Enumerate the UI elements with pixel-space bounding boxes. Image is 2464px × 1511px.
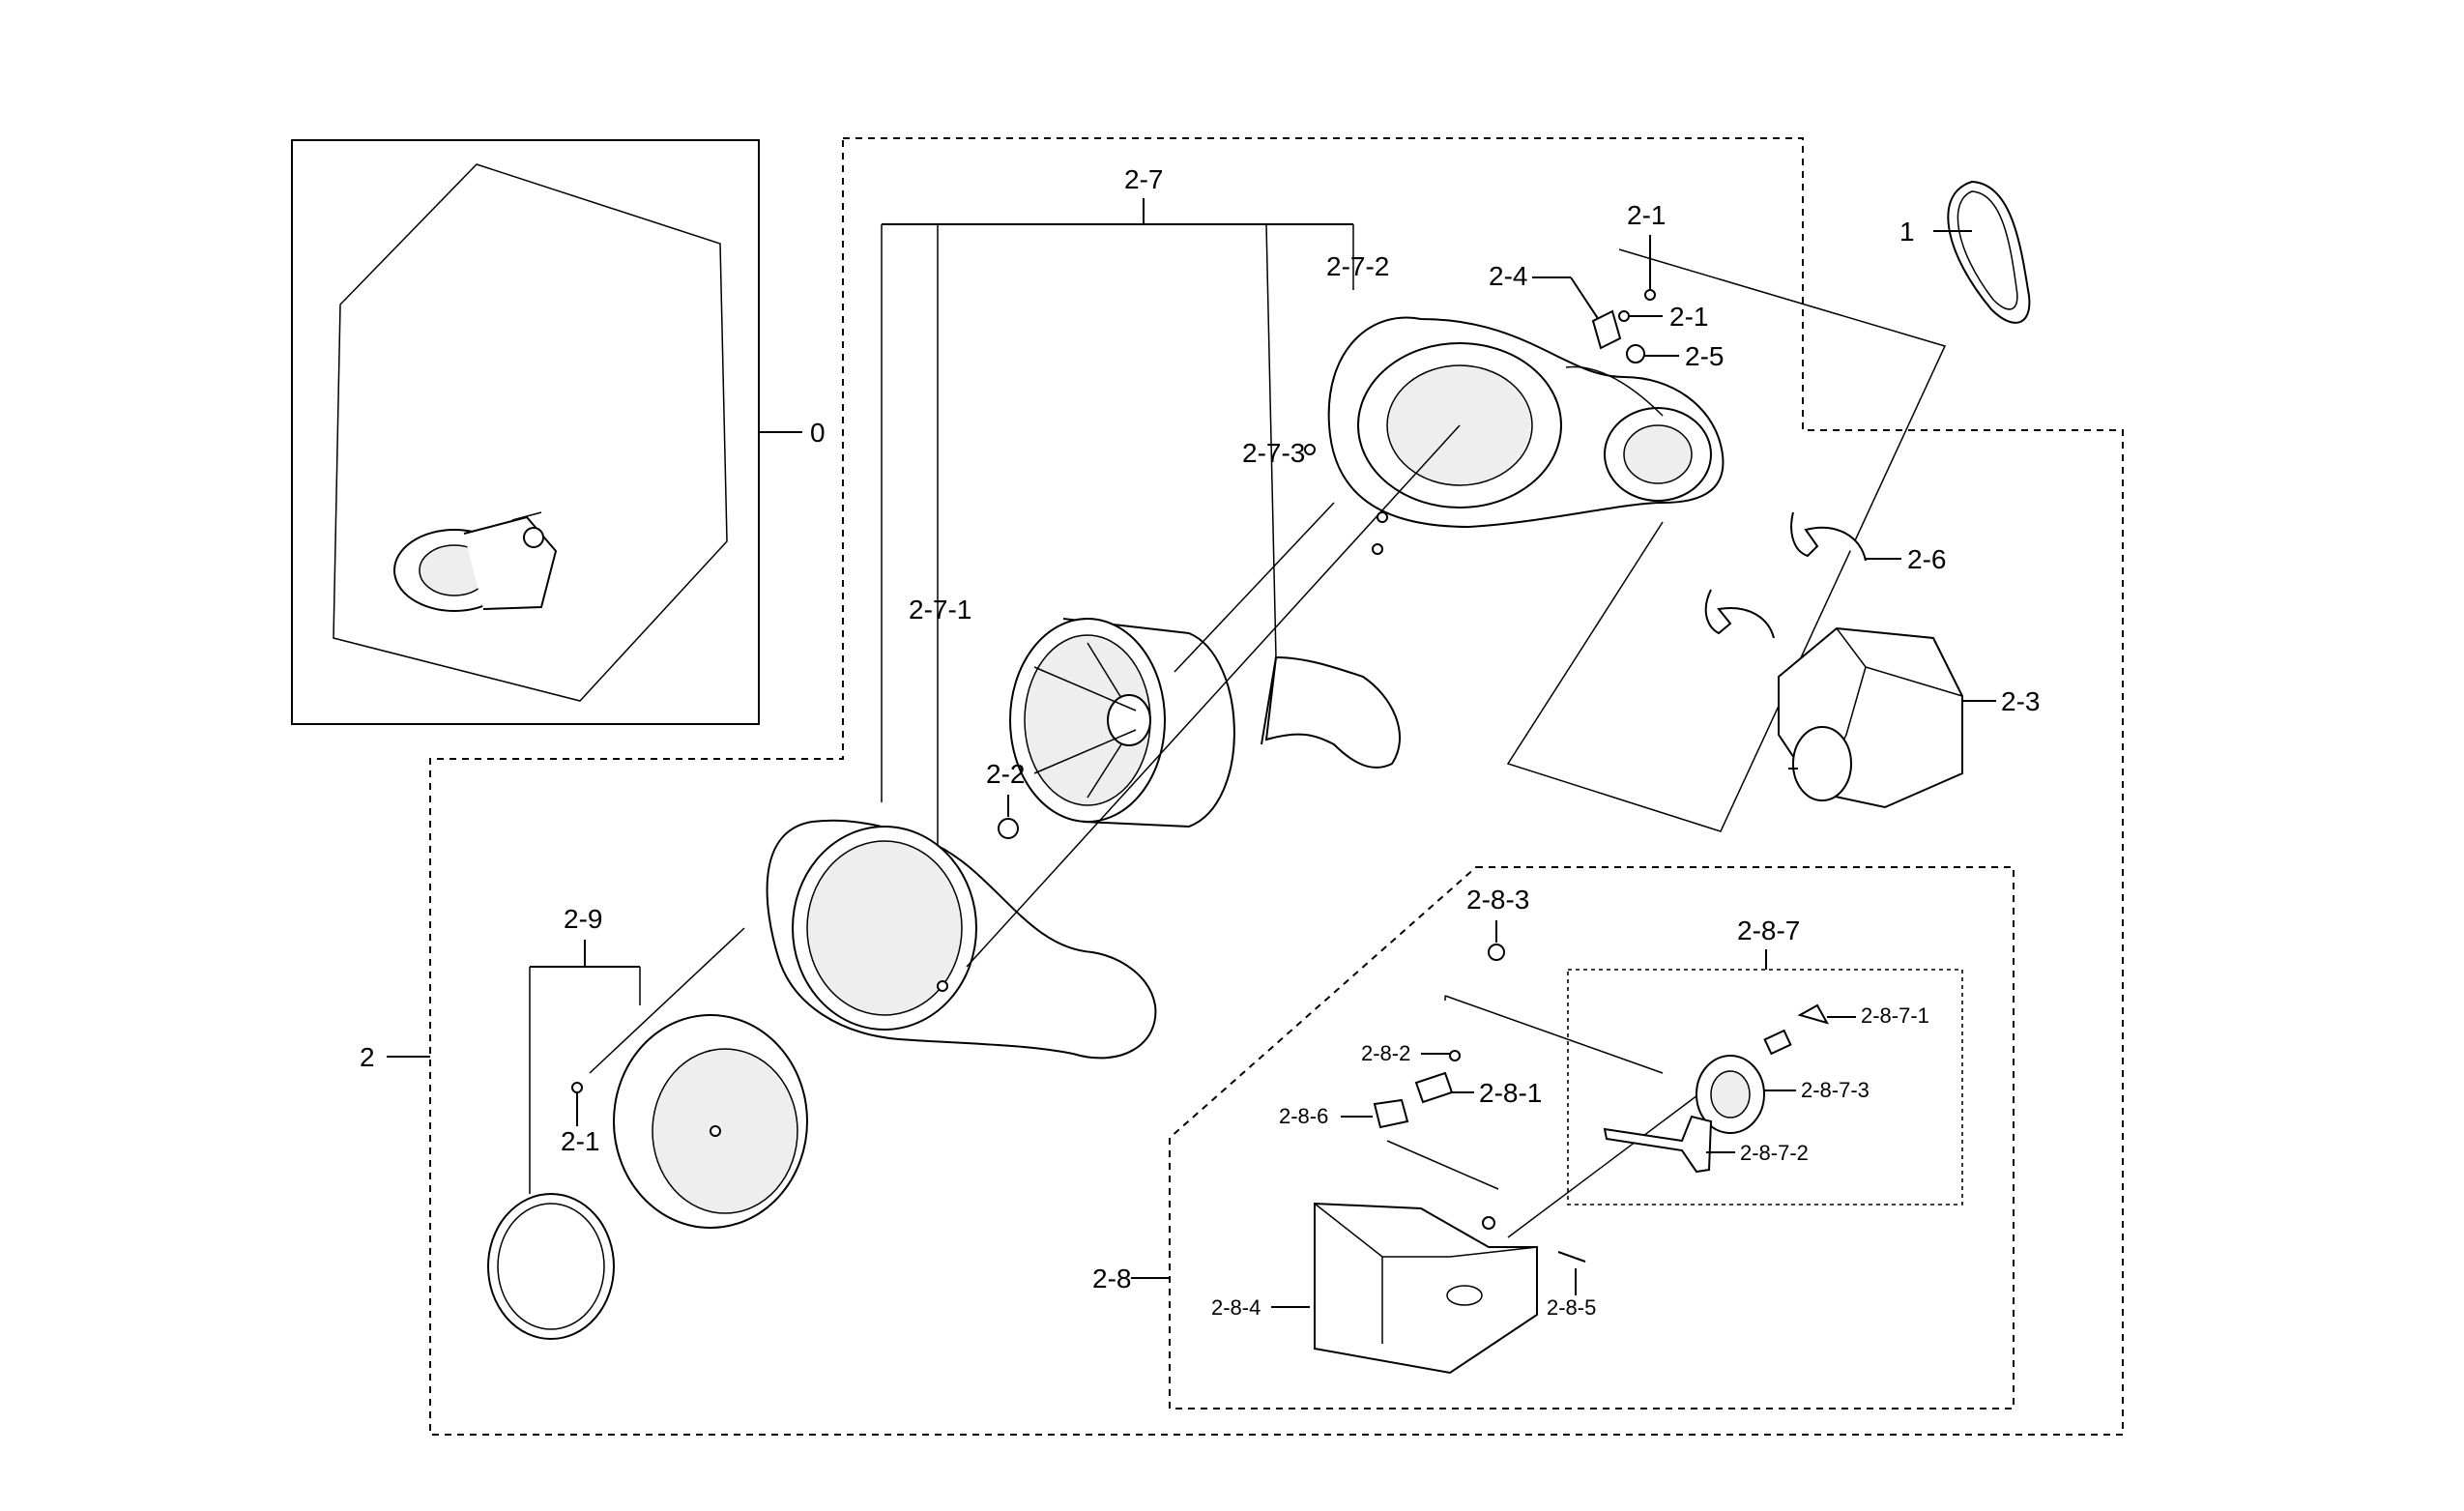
idler-assembly-parts: 2-8-3 2-8-2 2-8-1 2-8-6 2-8-4 2-8-5 xyxy=(1211,885,1702,1375)
idler-mount-bracket xyxy=(1314,1202,1538,1375)
callout-2-8-4: 2-8-4 xyxy=(1211,1295,1261,1320)
blower-housing-rear: 2-7-2 xyxy=(1304,251,1725,555)
callout-2-8-6: 2-8-6 xyxy=(1279,1104,1328,1128)
callout-2-8-3: 2-8-3 xyxy=(1466,885,1529,915)
callout-2-8-5: 2-8-5 xyxy=(1547,1295,1596,1320)
seal-ring xyxy=(487,1193,615,1340)
callout-2-7-bracket: 2-7 xyxy=(881,164,1354,967)
idler-pulley-parts: 2-4 2-1 2-1 2-5 xyxy=(1489,200,1724,371)
assembly-2-8-boundary xyxy=(1169,866,2015,1409)
callout-2-3: 2-3 xyxy=(2001,686,2040,716)
callout-2-2: 2-2 xyxy=(986,759,1025,789)
callout-2: 2 xyxy=(360,1042,375,1072)
callout-2-1-a: 2-1 xyxy=(1627,200,1666,230)
callout-2-8: 2-8 xyxy=(1092,1264,1131,1293)
callout-2-4: 2-4 xyxy=(1489,261,1527,291)
overview-panel: 0 xyxy=(291,139,826,725)
drive-motor: 2-3 xyxy=(1778,626,2040,809)
callout-2-7: 2-7 xyxy=(1124,164,1163,194)
motor-clips: 2-6 xyxy=(1704,511,1946,639)
callout-2-8-7-1: 2-8-7-1 xyxy=(1861,1003,1929,1028)
idler-pulley-subassembly: 2-8-7 2-8-7-1 2-8-7-3 2-8-7-2 xyxy=(1603,915,1929,1174)
overview-blower-assembly xyxy=(393,511,558,612)
callout-2-8-7: 2-8-7 xyxy=(1737,915,1800,945)
callout-2-8-7-3: 2-8-7-3 xyxy=(1801,1078,1870,1102)
drive-belt: 1 xyxy=(1899,180,2031,324)
blower-seal-assembly: 2-9 2-1 xyxy=(487,904,808,1340)
blower-housing-front xyxy=(766,819,1157,1060)
callout-2-7-3: 2-7-3 xyxy=(1242,438,1305,468)
idler-bracket xyxy=(1591,309,1622,350)
callout-2-9: 2-9 xyxy=(564,904,602,934)
callout-2-7-1: 2-7-1 xyxy=(909,595,971,625)
assembly-2-boundary xyxy=(429,137,2124,1436)
shaft-guide-line xyxy=(966,424,1461,968)
callout-2-8-2: 2-8-2 xyxy=(1361,1041,1410,1065)
callout-2-7-2: 2-7-2 xyxy=(1326,251,1389,281)
motor-mount-outline xyxy=(1506,248,1947,832)
duct-flap xyxy=(1261,655,1402,769)
callout-2-6: 2-6 xyxy=(1907,544,1946,574)
blower-wheel: 2-7-1 xyxy=(909,595,1235,828)
callout-2-8-7-2: 2-8-7-2 xyxy=(1740,1141,1809,1165)
callout-0: 0 xyxy=(810,418,826,448)
callout-2-8-1: 2-8-1 xyxy=(1479,1078,1542,1108)
callout-2-1-c: 2-1 xyxy=(561,1126,599,1156)
callout-2-5: 2-5 xyxy=(1685,341,1724,371)
callout-1: 1 xyxy=(1899,217,1915,247)
callout-2-1-b: 2-1 xyxy=(1669,302,1708,332)
blower-nut: 2-2 xyxy=(986,759,1025,839)
cabinet-outline xyxy=(333,163,728,702)
